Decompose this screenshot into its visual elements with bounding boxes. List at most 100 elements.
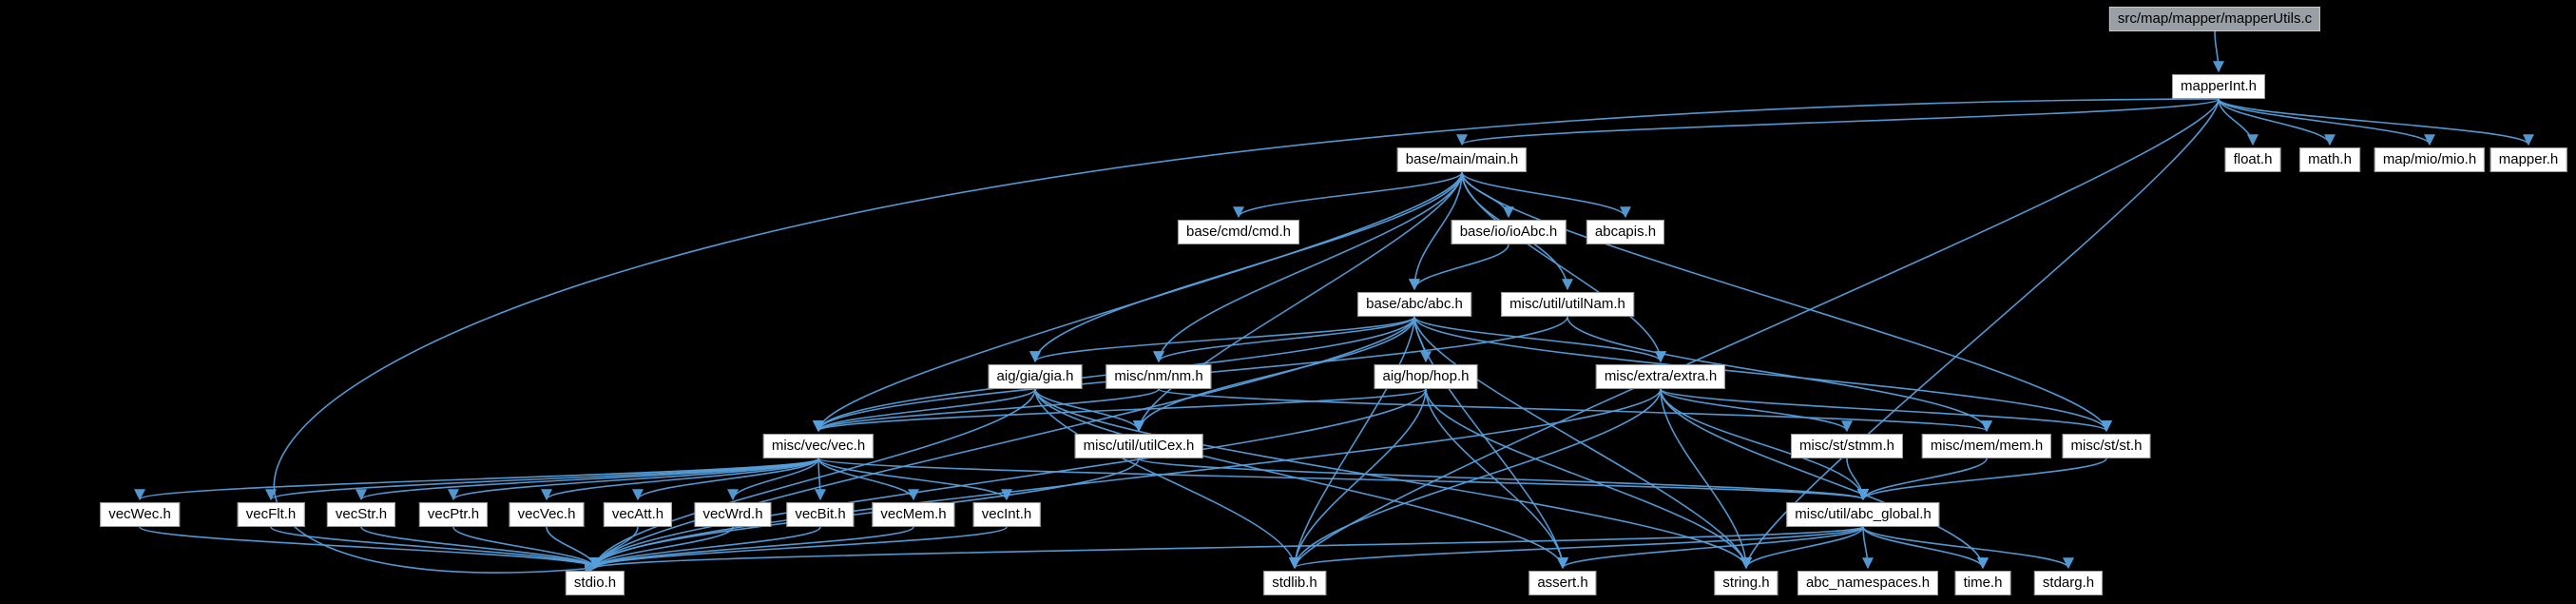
dependency-edge-hop-vec	[813, 388, 1427, 433]
graph-node-mem[interactable]: misc/mem/mem.h	[1921, 434, 2052, 458]
dependency-edge-extra-time	[1660, 388, 1989, 570]
graph-node-vec[interactable]: misc/vec/vec.h	[762, 434, 875, 458]
dependency-edge-vecBit-stdio	[589, 526, 821, 570]
dependency-edge-mapperInt-mio	[2218, 98, 2435, 146]
graph-node-vecStr[interactable]: vecStr.h	[326, 502, 396, 527]
dependency-edge-abc-stdio	[589, 316, 1415, 570]
dependency-edge-vec-vecBit	[814, 458, 826, 501]
dependency-edge-mapperInt-float	[2218, 98, 2259, 146]
graph-node-math[interactable]: math.h	[2299, 147, 2360, 172]
dependency-edge-abc-extra	[1413, 316, 1666, 363]
dependency-edge-main-nm	[1153, 171, 1463, 363]
dependency-edge-main-abcapis	[1461, 171, 1631, 219]
graph-node-vecAtt[interactable]: vecAtt.h	[603, 502, 673, 527]
dependency-edge-nm-mem	[1158, 388, 1992, 433]
graph-node-cmd[interactable]: base/cmd/cmd.h	[1177, 220, 1300, 244]
dependency-edge-mapperInt-string	[1740, 98, 2220, 570]
graph-node-main[interactable]: base/main/main.h	[1396, 147, 1528, 172]
dependency-edge-vecInt-stdio	[589, 526, 1008, 570]
dependency-edge-root-mapperInt	[2212, 30, 2224, 73]
dependency-edge-abcGlobal-stdarg	[1862, 526, 2074, 570]
dependency-edge-nm-vec	[813, 388, 1160, 433]
dependency-edge-abcGlobal-stdio	[589, 526, 1864, 570]
dependency-edge-utilNam-mem	[1567, 316, 1992, 433]
dependency-edge-vec-vecStr	[356, 458, 819, 501]
graph-node-stdio[interactable]: stdio.h	[565, 571, 625, 595]
graph-node-extra[interactable]: misc/extra/extra.h	[1595, 364, 1726, 389]
graph-node-string[interactable]: string.h	[1714, 571, 1778, 595]
dependency-edge-vecMem-stdio	[589, 526, 914, 570]
dependency-edge-utilCex-stdio	[589, 458, 1140, 570]
graph-node-vecWrd[interactable]: vecWrd.h	[694, 502, 772, 527]
dependency-edge-main-extra	[1461, 171, 1666, 363]
dependency-edge-main-cmd	[1233, 171, 1463, 219]
dependency-edge-main-st	[1461, 171, 2112, 433]
dependency-edge-mapperInt-math	[2218, 98, 2336, 146]
dependency-edge-abc-nm	[1153, 316, 1415, 363]
dependency-edge-main-utilCex	[1133, 171, 1463, 433]
graph-node-hop[interactable]: aig/hop/hop.h	[1374, 364, 1478, 389]
dependency-edge-vec-vecAtt	[632, 458, 819, 501]
dependency-edge-ioAbc-abc	[1409, 244, 1509, 291]
dependency-edge-vecPtr-stdio	[452, 526, 601, 570]
dependency-edge-abcGlobal-string	[1740, 526, 1864, 570]
graph-node-vecFlt[interactable]: vecFlt.h	[237, 502, 305, 527]
graph-node-vecVec[interactable]: vecVec.h	[509, 502, 585, 527]
graph-node-vecBit[interactable]: vecBit.h	[786, 502, 855, 527]
graph-node-stdlib[interactable]: stdlib.h	[1263, 571, 1326, 595]
graph-node-gia[interactable]: aig/gia/gia.h	[988, 364, 1083, 389]
dependency-edge-mem-abcGlobal	[1857, 458, 1988, 501]
dependency-edge-abcGlobal-assert	[1557, 526, 1864, 570]
dependency-edge-main-vec	[813, 171, 1463, 433]
graph-node-abcapis[interactable]: abcapis.h	[1586, 220, 1665, 244]
dependency-edge-extra-string	[1660, 388, 1752, 570]
dependency-edge-gia-string	[1034, 388, 1752, 570]
dependency-edge-mapperInt-mapper	[2218, 98, 2534, 146]
dependency-edge-vecFlt-stdio	[270, 526, 601, 570]
dependency-edge-vec-vecWec	[134, 458, 819, 501]
graph-node-float[interactable]: float.h	[2224, 147, 2281, 172]
graph-node-vecPtr[interactable]: vecPtr.h	[418, 502, 489, 527]
dependency-edge-vec-vecWrd	[727, 458, 819, 501]
graph-node-abc[interactable]: base/abc/abc.h	[1357, 292, 1471, 317]
dependency-edge-vec-vecMem	[817, 458, 919, 501]
graph-node-assert[interactable]: assert.h	[1528, 571, 1597, 595]
graph-node-vecMem[interactable]: vecMem.h	[872, 502, 955, 527]
graph-node-root: src/map/mapper/mapperUtils.c	[2108, 7, 2321, 31]
dependency-edge-extra-stmm	[1660, 388, 1853, 433]
graph-node-utilNam[interactable]: misc/util/utilNam.h	[1501, 292, 1634, 317]
graph-node-vecInt[interactable]: vecInt.h	[972, 502, 1041, 527]
dependency-edge-abcGlobal-abcNs	[1861, 526, 1874, 570]
dependency-edge-vec-abcGlobal	[817, 458, 1869, 501]
dependency-edge-mapperInt-stdio	[273, 98, 2220, 575]
graph-node-mio[interactable]: map/mio/mio.h	[2374, 147, 2486, 172]
graph-node-abcGlobal[interactable]: misc/util/abc_global.h	[1786, 502, 1940, 527]
dependency-edge-vecStr-stdio	[360, 526, 601, 570]
graph-node-utilCex[interactable]: misc/util/utilCex.h	[1074, 434, 1203, 458]
graph-node-abcNs[interactable]: abc_namespaces.h	[1797, 571, 1939, 595]
dependency-edge-main-abc	[1409, 171, 1463, 291]
graph-node-vecWec[interactable]: vecWec.h	[100, 502, 180, 527]
graph-node-mapperInt[interactable]: mapperInt.h	[2171, 74, 2266, 99]
dependency-edge-st-abcGlobal	[1857, 458, 2107, 501]
graph-node-stmm[interactable]: misc/st/stmm.h	[1791, 434, 1903, 458]
dependency-edge-abc-gia	[1029, 316, 1415, 363]
dependency-edge-gia-stdio	[589, 388, 1036, 570]
dependency-edge-gia-vec	[813, 388, 1036, 433]
graph-node-ioAbc[interactable]: base/io/ioAbc.h	[1451, 220, 1567, 244]
graph-node-time[interactable]: time.h	[1954, 571, 2011, 595]
dependency-edge-abc-utilCex	[1133, 316, 1415, 433]
dependency-edge-abc-st	[1413, 316, 2112, 433]
dependency-edge-extra-abcGlobal	[1660, 388, 1869, 501]
graph-node-nm[interactable]: misc/nm/nm.h	[1105, 364, 1212, 389]
graph-node-stdarg[interactable]: stdarg.h	[2033, 571, 2104, 595]
graph-node-mapper[interactable]: mapper.h	[2489, 147, 2567, 172]
graph-node-st[interactable]: misc/st/st.h	[2062, 434, 2151, 458]
dependency-edge-vecWec-stdio	[139, 526, 601, 570]
dependency-edge-abcGlobal-time	[1862, 526, 1989, 570]
dependency-edge-hop-string	[1425, 388, 1752, 570]
dependency-edge-vec-vecInt	[817, 458, 1012, 501]
